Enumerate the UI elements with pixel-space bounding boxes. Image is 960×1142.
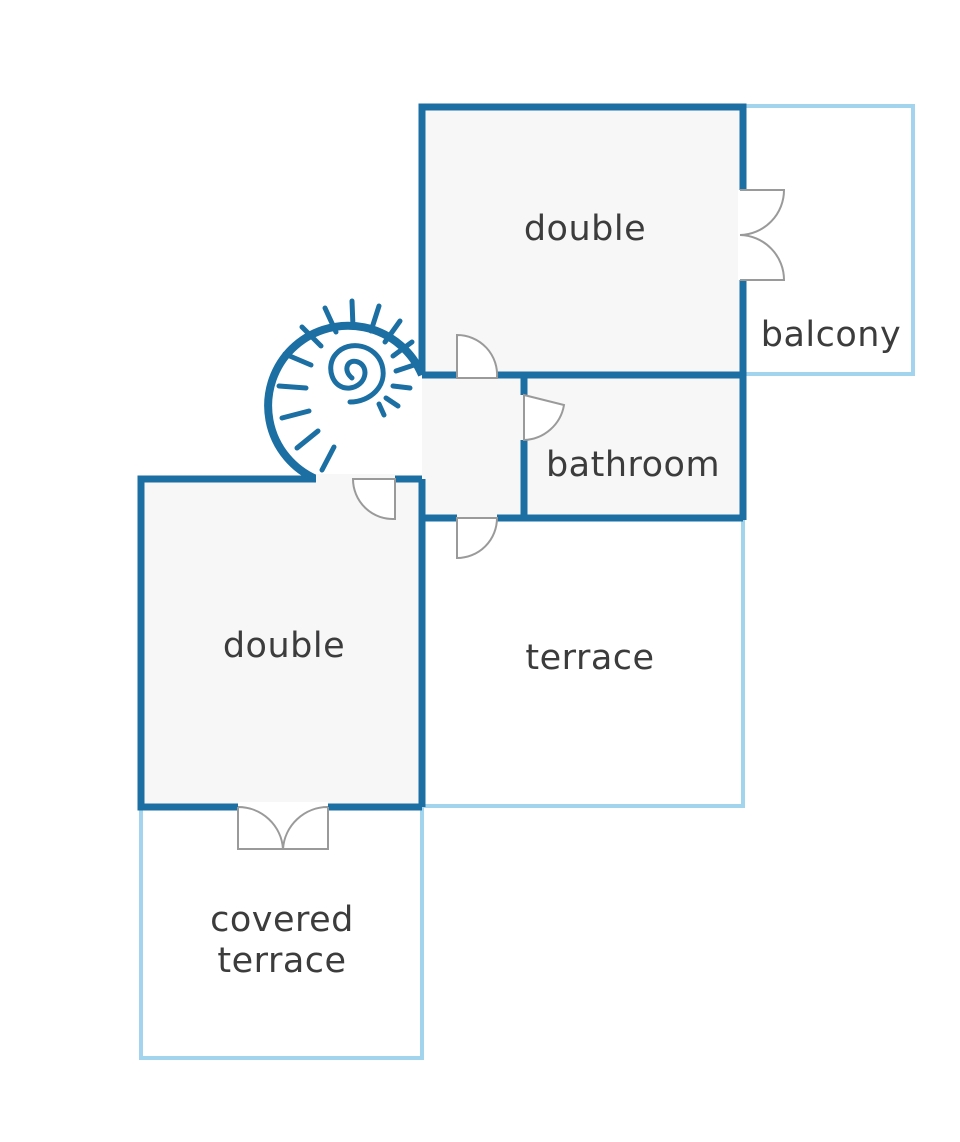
double-room-upper-fill: [422, 107, 743, 375]
hallway-door-bottom[interactable]: [456, 513, 499, 560]
interior-walls: [137, 103, 747, 811]
room-label-terrace: terrace: [525, 638, 654, 678]
double-room-lower-fill: [141, 479, 422, 807]
covered-terrace-double-door[interactable]: [237, 802, 329, 850]
lower-double-room-door[interactable]: [316, 474, 396, 521]
room-label-bathroom: bathroom: [546, 445, 720, 485]
room-label-double-lower: double: [223, 626, 345, 666]
spiral-staircase: [264, 298, 426, 483]
room-label-covered-terrace-line2: terrace: [217, 941, 346, 981]
room-label-double-upper: double: [524, 209, 646, 249]
staircase-steps: [276, 298, 417, 473]
room-label-balcony: balcony: [761, 315, 901, 355]
hallway-fill: [422, 375, 524, 518]
balcony-double-door[interactable]: [738, 189, 786, 281]
staircase-spiral: [328, 343, 386, 405]
bathroom-fill: [524, 375, 743, 518]
room-label-covered-terrace-line1: covered: [210, 900, 354, 940]
hallway-door-top[interactable]: [456, 333, 499, 380]
bathroom-door[interactable]: [519, 393, 566, 442]
